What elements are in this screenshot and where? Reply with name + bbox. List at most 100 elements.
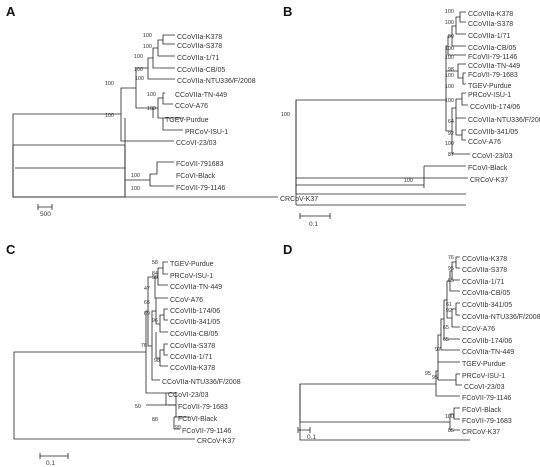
bootstrap-value-a: 100 — [131, 186, 140, 192]
bootstrap-value-b: 100 — [445, 73, 454, 79]
bootstrap-value-c: 99 — [152, 275, 158, 281]
bootstrap-value-d: 65 — [443, 325, 449, 331]
panel-letter-d: D — [283, 242, 292, 257]
taxon-label-c: CCoVIIa-1/71 — [170, 354, 213, 361]
bootstrap-value-b: 100 — [445, 98, 454, 104]
taxon-label-d: FCoVII-79-1683 — [462, 418, 512, 425]
taxon-label-a: TGEV-Purdue — [165, 117, 209, 124]
bootstrap-value-d: 95 — [448, 266, 454, 272]
taxon-label-b: TGEV-Purdue — [468, 83, 512, 90]
taxon-label-c: TGEV-Purdue — [170, 261, 214, 268]
bootstrap-value-c: 47 — [144, 286, 150, 292]
taxon-label-a: CCoVIIa-S378 — [177, 43, 222, 50]
bootstrap-value-b: 100 — [281, 112, 290, 118]
taxon-label-c: CCoVI-23/03 — [168, 392, 209, 399]
taxon-label-d: CCoVIIa-NTU336/F/2008 — [462, 314, 540, 321]
taxon-label-c: CCoVIIa-S378 — [170, 343, 215, 350]
bootstrap-value-a: 100 — [105, 113, 114, 119]
bootstrap-value-d: 95 — [425, 371, 431, 377]
bootstrap-value-b: 92 — [448, 131, 454, 137]
taxon-label-b: CCoVIIa-TN-449 — [468, 63, 520, 70]
taxon-label-c: FCoVII-79-1146 — [182, 428, 231, 435]
bootstrap-value-a: 100 — [143, 44, 152, 50]
taxon-label-d: CCoVI-23/03 — [464, 384, 505, 391]
bootstrap-value-a: 100 — [135, 76, 144, 82]
bootstrap-value-a: 100 — [105, 81, 114, 87]
scale-label-c: 0.1 — [46, 460, 55, 467]
taxon-label-a: FCoVII-791683 — [176, 161, 224, 168]
taxon-label-d: TGEV-Purdue — [462, 361, 506, 368]
taxon-label-a: CCoVIIa-TN-449 — [175, 92, 227, 99]
scale-label-b: 0.1 — [309, 221, 318, 228]
taxon-label-d: CCoVIIa-S378 — [462, 267, 507, 274]
taxon-label-c: CCoVIIb-174/06 — [170, 308, 220, 315]
bootstrap-value-d: 65 — [448, 278, 454, 284]
bootstrap-value-a: 100 — [147, 92, 156, 98]
bootstrap-value-a: 100 — [134, 54, 143, 60]
taxon-label-c: CCoVIIa-K378 — [170, 365, 215, 372]
bootstrap-value-b: 87 — [448, 152, 454, 158]
panel-letters: A B C D — [6, 4, 292, 257]
bootstrap-value-a: 100 — [147, 106, 156, 112]
bootstrap-value-d: 92 — [446, 308, 452, 314]
taxon-label-b: FCoVII-79-1683 — [468, 72, 518, 79]
bootstrap-value-d: 95 — [432, 375, 438, 381]
taxon-label-b: CCoVIIb-341/05 — [468, 129, 518, 136]
tree-branches — [12, 11, 470, 459]
taxon-label-a: CCoVI-23/03 — [176, 140, 217, 147]
bootstrap-value-c: 69 — [144, 311, 150, 317]
taxon-label-a: CCoVIIa-1/71 — [177, 55, 220, 62]
bootstrap-value-d: 85 — [448, 428, 454, 434]
taxon-label-b: CCoVIIa-1/71 — [468, 33, 511, 40]
bootstrap-value-b: 100 — [445, 84, 454, 90]
bootstrap-value-c: 50 — [135, 404, 141, 410]
panel-letter-b: B — [283, 4, 292, 19]
taxon-label-c: PRCoV-ISU-1 — [170, 273, 213, 280]
taxon-label-b: PRCoV-ISU-1 — [468, 92, 511, 99]
bootstrap-value-a: 100 — [134, 67, 143, 73]
taxon-label-b: FCoVII-79-1146 — [468, 54, 517, 61]
taxon-label-a: CCoVIIa-K378 — [177, 34, 222, 41]
bootstrap-value-c: 96 — [152, 318, 158, 324]
taxon-label-d: FCoVII-79-1146 — [462, 395, 511, 402]
taxon-label-a: CRCoV-K37 — [280, 196, 318, 203]
bootstrap-value-c: 76 — [141, 343, 147, 349]
bootstrap-value-c: 99 — [175, 425, 181, 431]
taxon-label-d: FCoVI-Black — [462, 407, 502, 414]
tree-labels: CCoVIIa-K378CCoVIIa-S378CCoVIIa-1/71CCoV… — [105, 9, 540, 445]
bootstrap-value-b: 100 — [445, 46, 454, 52]
taxon-label-d: CCoVIIa-1/71 — [462, 279, 505, 286]
taxon-label-b: FCoVI-Black — [468, 165, 508, 172]
bootstrap-value-b: 64 — [448, 119, 454, 125]
taxon-label-c: FCoVI-Black — [178, 416, 218, 423]
taxon-label-c: CCoVIIa-NTU336/F/2008 — [162, 379, 241, 386]
taxon-label-d: CCoVIIa-TN-449 — [462, 349, 514, 356]
taxon-label-c: CCoVIIb-341/05 — [170, 319, 220, 326]
taxon-label-a: FCoVII-79-1146 — [176, 185, 225, 192]
taxon-label-b: CCoVIIa-NTU336/F/2008 — [468, 117, 540, 124]
taxon-label-a: CCoV-A76 — [175, 103, 208, 110]
taxon-label-c: CCoVIIa-TN-449 — [170, 284, 222, 291]
taxon-label-c: CCoVIIa-CB/05 — [170, 331, 218, 338]
panel-letter-a: A — [6, 4, 16, 19]
bootstrap-value-c: 58 — [152, 260, 158, 266]
scale-label-d: 0.1 — [307, 434, 316, 441]
bootstrap-value-b: 89 — [448, 34, 454, 40]
taxon-label-d: CRCoV-K37 — [462, 429, 500, 436]
bootstrap-value-d: 65 — [443, 337, 449, 343]
bootstrap-value-a: 100 — [131, 173, 140, 179]
bootstrap-value-c: 88 — [152, 417, 158, 423]
taxon-label-a: CCoVIIa-CB/05 — [177, 67, 225, 74]
taxon-label-c: CCoV-A76 — [170, 297, 203, 304]
bootstrap-value-c: 65 — [144, 300, 150, 306]
scale-label-a: 500 — [40, 211, 51, 218]
bootstrap-value-b: 98 — [448, 67, 454, 73]
taxon-label-b: CCoVI-23/03 — [472, 153, 513, 160]
taxon-label-a: CCoVIIa-NTU336/F/2008 — [177, 78, 256, 85]
taxon-label-d: CCoVIIb-174/06 — [462, 338, 512, 345]
taxon-label-b: CCoVIIa-S378 — [468, 21, 513, 28]
taxon-label-c: FCoVII-79-1683 — [178, 404, 228, 411]
bootstrap-value-d: 97 — [435, 347, 441, 353]
bootstrap-value-b: 100 — [445, 141, 454, 147]
